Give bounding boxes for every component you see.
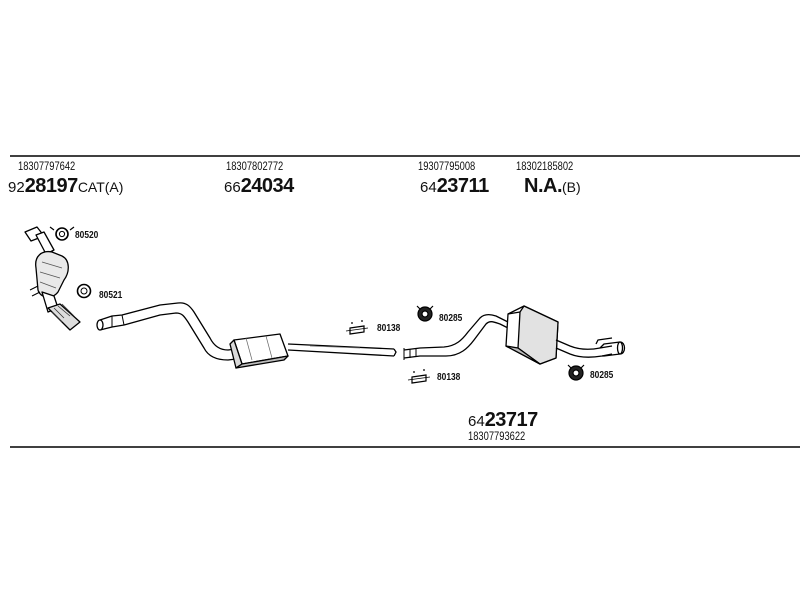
part-ref-prefix: 64 <box>420 179 437 196</box>
part-label-gasket-lower: 80521 <box>99 289 123 301</box>
oe-number-cat: 18307797642 <box>18 159 76 173</box>
oe-number-rear-pipe: 18307793622 <box>468 429 526 443</box>
part-label-gasket-upper: 80520 <box>75 229 99 241</box>
pipe-clamp-icon <box>345 320 369 335</box>
part-ref-number: 23711 <box>436 175 490 197</box>
part-label-mount-upper: 80285 <box>439 312 463 324</box>
part-ref-number: 23717 <box>484 409 539 431</box>
ring-gasket-icon <box>49 226 75 241</box>
rear-silencer <box>505 305 559 365</box>
part-ref-number: 24034 <box>240 175 295 197</box>
front-pipe <box>96 302 237 361</box>
middle-pipe <box>287 343 397 357</box>
rubber-mount-icon <box>416 305 434 322</box>
part-ref-suffix: CAT(A) <box>77 179 124 195</box>
middle-silencer <box>229 333 289 369</box>
part-ref-prefix: 92 <box>8 179 25 196</box>
part-label-clamp-mid: 80138 <box>377 322 401 334</box>
tail-pipe <box>555 337 626 358</box>
part-ref-suffix: (B) <box>562 179 581 195</box>
oe-number-rear-silencer: 18302185802 <box>516 159 574 173</box>
rear-pipe <box>403 314 509 360</box>
part-ref-cat: 9228197CAT(A) <box>8 176 123 196</box>
part-ref-middle-pipe: 6423711 <box>420 176 489 196</box>
part-ref-rear-pipe: 6423717 <box>468 410 538 430</box>
part-ref-rear-silencer: N.A.(B) <box>524 176 581 196</box>
oe-number-middle-pipe: 19307795008 <box>418 159 476 173</box>
part-ref-number: 28197 <box>24 175 79 197</box>
rubber-mount-icon <box>567 364 585 381</box>
part-ref-prefix: 66 <box>224 179 241 196</box>
part-label-clamp-low: 80138 <box>437 371 461 383</box>
part-label-mount-rear: 80285 <box>590 369 614 381</box>
catalytic-converter <box>24 226 81 331</box>
part-ref-prefix: 64 <box>468 413 485 430</box>
oe-number-front-pipe: 18307802772 <box>226 159 284 173</box>
part-ref-number: N.A. <box>524 175 563 197</box>
ring-gasket-icon <box>76 283 92 299</box>
part-ref-front-pipe: 6624034 <box>224 176 294 196</box>
pipe-clamp-icon <box>407 369 431 384</box>
